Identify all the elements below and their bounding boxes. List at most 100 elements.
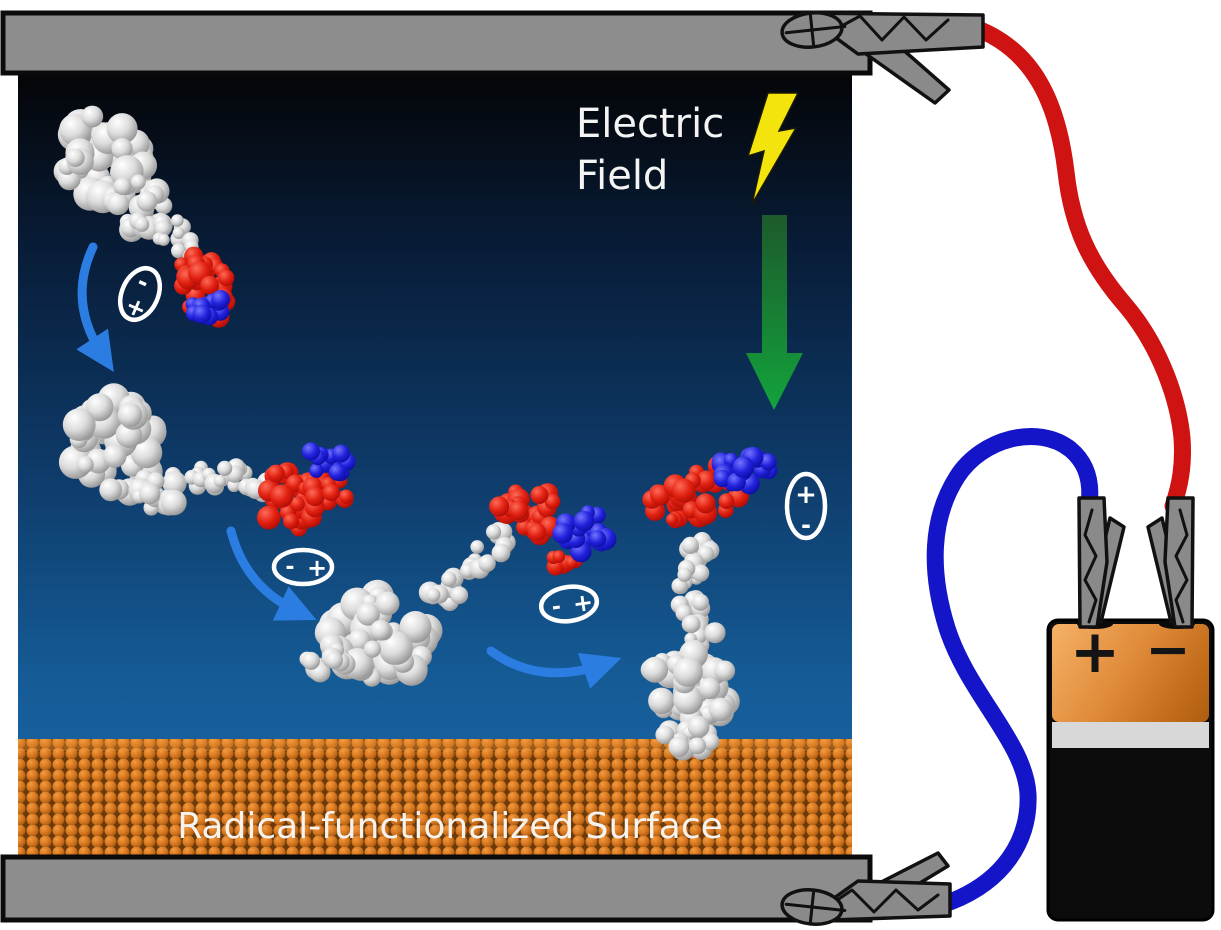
motion-arrow-2 — [226, 526, 317, 621]
white-atom-sphere — [172, 227, 185, 239]
white-atom-sphere — [688, 737, 707, 755]
white-atom-sphere — [399, 611, 432, 643]
white-atom-sphere — [171, 243, 186, 259]
dipole-indicator-2: - + — [271, 547, 335, 587]
red-atom-sphere — [527, 523, 547, 542]
white-atom-sphere — [106, 192, 130, 216]
lightning-bolt-icon — [746, 92, 800, 205]
dipole-ellipse-1 — [117, 266, 163, 322]
red-atom-sphere — [322, 484, 340, 502]
white-atom-sphere — [677, 567, 692, 582]
white-atom-sphere — [325, 651, 344, 669]
white-atom-sphere — [157, 233, 170, 246]
white-atom-sphere — [302, 651, 320, 670]
white-atom-sphere — [81, 105, 104, 128]
white-atom-sphere — [363, 640, 381, 658]
white-atom-sphere — [450, 586, 469, 605]
white-atom-sphere — [85, 393, 114, 422]
white-atom-sphere — [375, 591, 400, 616]
white-atom-sphere — [106, 113, 138, 145]
dipole-ellipse-3 — [538, 584, 600, 624]
electric-field-label-line1: Electric — [576, 101, 724, 147]
red-atom-sphere — [508, 500, 529, 521]
blue-atom-sphere — [732, 456, 755, 479]
white-atom-sphere — [682, 614, 701, 634]
red-atom-sphere — [489, 496, 510, 517]
white-atom-sphere — [478, 554, 496, 573]
white-atom-sphere — [370, 619, 391, 641]
white-atom-sphere — [486, 524, 502, 540]
white-atom-sphere — [66, 148, 85, 167]
white-atom-sphere — [655, 725, 675, 745]
motion-arrow-1 — [76, 242, 114, 373]
dipole-plus-3: + — [571, 588, 595, 619]
dipole-minus-3: - — [550, 594, 563, 620]
dipole-minus-2: - — [285, 555, 294, 580]
white-atom-sphere — [171, 214, 184, 227]
top-electrode — [0, 10, 873, 76]
battery-clip-positive-spring — [1083, 508, 1098, 624]
electric-field-direction-arrow — [746, 215, 803, 410]
surface-top-highlight — [18, 739, 852, 751]
blue-atom-sphere — [332, 444, 350, 463]
white-atom-sphere — [136, 190, 158, 212]
white-atom-sphere — [62, 408, 96, 441]
white-atom-sphere — [642, 656, 669, 683]
red-atom-sphere — [290, 496, 305, 512]
red-atom-sphere — [671, 478, 696, 503]
battery-silver-band — [1052, 722, 1209, 748]
white-atom-sphere — [426, 588, 441, 602]
white-atom-sphere — [687, 715, 710, 738]
white-atom-sphere — [470, 540, 485, 554]
white-atom-sphere — [162, 471, 187, 496]
alligator-clip-top — [780, 11, 985, 105]
white-atom-sphere — [673, 657, 703, 687]
white-atom-sphere — [111, 138, 133, 160]
white-atom-sphere — [130, 174, 146, 190]
white-atom-sphere — [691, 564, 710, 582]
alligator-clip-bottom — [780, 851, 952, 926]
dipole-indicator-4: + - — [784, 471, 828, 541]
white-atom-sphere — [441, 571, 457, 587]
red-atom-sphere — [718, 493, 735, 510]
clip-bottom-screw-h — [784, 902, 847, 912]
white-atom-sphere — [160, 489, 187, 516]
functionalized-surface — [18, 739, 852, 857]
white-atom-sphere — [76, 456, 94, 474]
red-atom-sphere — [270, 484, 294, 508]
red-atom-sphere — [530, 486, 549, 504]
molecule-stretched-mid-left — [58, 383, 356, 537]
red-atom-sphere — [256, 505, 281, 530]
white-atom-sphere — [681, 536, 699, 554]
white-atom-sphere — [668, 736, 690, 758]
white-atom-sphere — [217, 460, 233, 476]
dipole-plus-2: + — [307, 554, 327, 582]
battery-clip-positive — [1077, 496, 1126, 629]
electric-field-label-line2: Field — [576, 153, 668, 199]
blue-atom-sphere — [713, 469, 732, 488]
battery-top-orange — [1052, 624, 1209, 722]
white-atom-sphere — [704, 622, 726, 644]
red-atom-sphere — [305, 486, 325, 507]
red-atom-sphere — [695, 493, 716, 514]
clip-bottom-spring — [828, 888, 940, 914]
white-atom-sphere — [714, 660, 736, 682]
dipole-indicator-3: - + — [538, 584, 600, 624]
red-atom-sphere — [283, 513, 299, 530]
blue-atom-sphere — [589, 530, 607, 548]
red-atom-sphere — [696, 470, 717, 491]
clip-bottom-screw-v — [808, 889, 816, 925]
dipole-ellipse-4 — [784, 471, 828, 541]
dipole-minus-4: - — [801, 511, 811, 539]
red-atom-sphere — [552, 550, 566, 563]
battery-clip-negative — [1146, 496, 1195, 629]
blue-atom-sphere — [328, 463, 346, 481]
red-atom-sphere — [200, 275, 220, 295]
white-atom-sphere — [692, 593, 709, 611]
blue-atom-sphere — [552, 523, 573, 544]
white-atom-sphere — [648, 687, 675, 715]
red-atom-sphere — [339, 489, 354, 504]
blue-atom-sphere — [301, 442, 320, 461]
blue-atom-sphere — [759, 453, 777, 471]
